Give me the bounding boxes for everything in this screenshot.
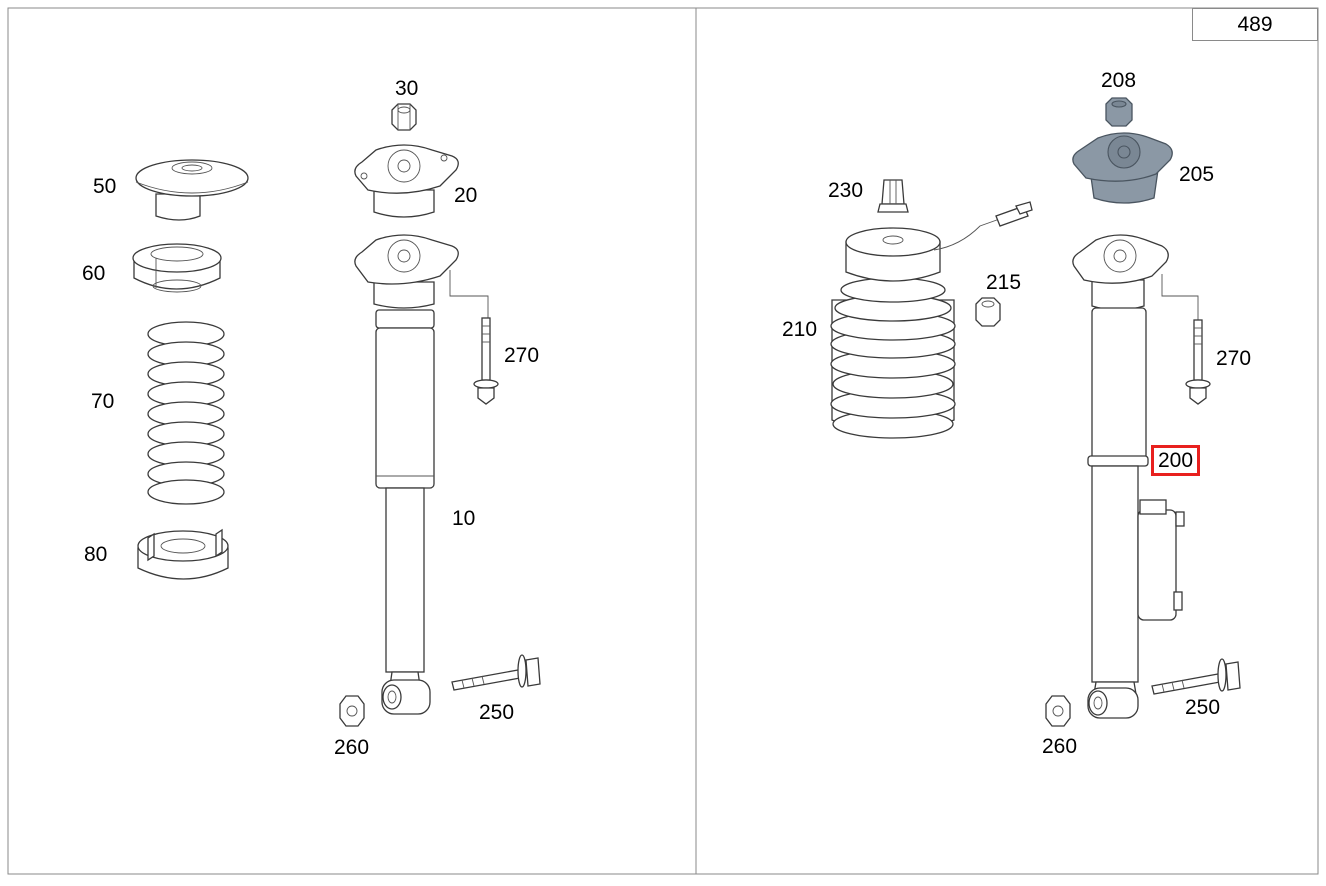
- callout-200-highlighted[interactable]: 200: [1150, 445, 1201, 476]
- part-50-upper-spring-seat[interactable]: [135, 159, 249, 221]
- callout-10[interactable]: 10: [452, 507, 476, 530]
- callout-50[interactable]: 50: [93, 175, 117, 198]
- callout-260-left[interactable]: 260: [334, 736, 370, 759]
- page-number: 489: [1192, 8, 1318, 41]
- part-10-shock-absorber[interactable]: [354, 234, 459, 715]
- callout-250-right[interactable]: 250: [1185, 696, 1221, 719]
- callout-205[interactable]: 205: [1179, 163, 1215, 186]
- part-260-nut-left[interactable]: [339, 695, 365, 727]
- part-250-bolt-right[interactable]: [1151, 658, 1241, 695]
- callout-270-left[interactable]: 270: [504, 344, 540, 367]
- callout-70[interactable]: 70: [91, 390, 115, 413]
- part-30-nut[interactable]: [391, 103, 417, 131]
- callout-210[interactable]: 210: [782, 318, 818, 341]
- part-20-top-mount[interactable]: [354, 144, 459, 218]
- callout-30[interactable]: 30: [395, 77, 419, 100]
- part-260-nut-right[interactable]: [1045, 695, 1071, 727]
- part-200-shock-absorber[interactable]: [1072, 234, 1185, 719]
- leader-270-right: [1161, 274, 1199, 320]
- leader-270-left: [449, 270, 489, 318]
- callout-250-left[interactable]: 250: [479, 701, 515, 724]
- part-230-valve[interactable]: [877, 179, 909, 213]
- callout-208[interactable]: 208: [1101, 69, 1137, 92]
- part-205-top-mount[interactable]: [1072, 132, 1173, 204]
- part-215-nut[interactable]: [975, 297, 1001, 327]
- diagram-frame: [7, 7, 1319, 875]
- part-210-air-spring[interactable]: [830, 201, 1033, 439]
- callout-60[interactable]: 60: [82, 262, 106, 285]
- part-80-lower-spring-seat[interactable]: [137, 528, 229, 580]
- callout-80[interactable]: 80: [84, 543, 108, 566]
- part-270-bolt-right[interactable]: [1185, 319, 1211, 405]
- callout-215[interactable]: 215: [986, 271, 1022, 294]
- callout-20[interactable]: 20: [454, 184, 478, 207]
- callout-260-right[interactable]: 260: [1042, 735, 1078, 758]
- part-60-spring-pad[interactable]: [132, 243, 222, 293]
- part-208-nut[interactable]: [1105, 97, 1133, 127]
- part-70-coil-spring[interactable]: [147, 321, 225, 505]
- part-250-bolt-left[interactable]: [451, 654, 541, 691]
- callout-230[interactable]: 230: [828, 179, 864, 202]
- callout-270-right[interactable]: 270: [1216, 347, 1252, 370]
- part-270-bolt-left[interactable]: [473, 317, 499, 405]
